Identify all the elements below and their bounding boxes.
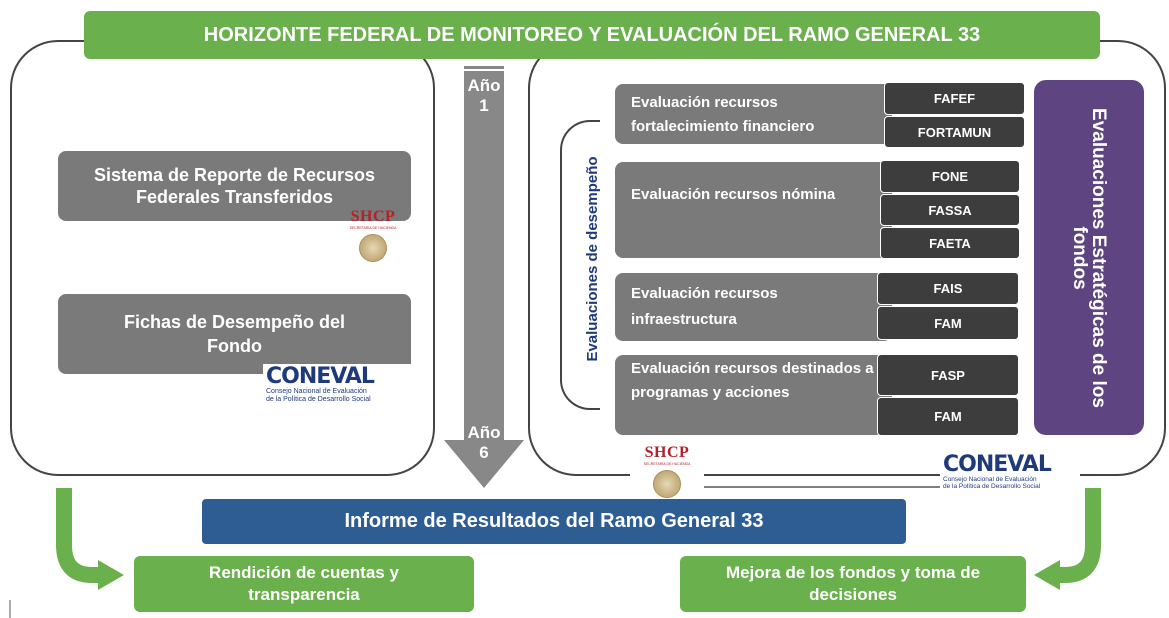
coneval-logo-sub2: de la Política de Desarrollo Social [266, 396, 371, 403]
shcp-seal-icon-right [653, 470, 681, 498]
desempeno-vertical-label: Evaluaciones de desempeño [584, 156, 601, 362]
estrategicas-label: Evaluaciones Estratégicas de los fondos [1069, 108, 1109, 408]
shcp-logo-left: SHCP SECRETARÍA DE HACIENDA [336, 208, 410, 262]
coneval-logo-sub1: Consejo Nacional de Evaluación [266, 388, 367, 395]
coneval-logo-left: CONEVAL Consejo Nacional de Evaluación d… [263, 364, 413, 406]
fund-fafef: FAFEF [884, 82, 1025, 115]
coneval-logo-text-right: CONEVAL [943, 452, 1052, 477]
timeline-end-label: Año 6 [467, 423, 501, 462]
right-curved-arrow [1058, 488, 1101, 583]
estrategicas-box: Evaluaciones Estratégicas de los fondos [1034, 80, 1144, 435]
timeline-arrow [444, 66, 524, 488]
outcome-rendicion: Rendición de cuentas y transparencia [134, 556, 474, 612]
fund-fam-2: FAM [877, 397, 1019, 436]
outcome-mejora: Mejora de los fondos y toma de decisione… [680, 556, 1026, 612]
coneval-logo-text: CONEVAL [266, 364, 375, 389]
informe-resultados-bar: Informe de Resultados del Ramo General 3… [202, 499, 906, 544]
right-arrowhead [1034, 560, 1060, 590]
fund-fortamun: FORTAMUN [884, 116, 1025, 148]
fund-fasp: FASP [877, 354, 1019, 396]
left-curved-arrow [56, 488, 100, 583]
group-programas: Evaluación recursos destinados a program… [615, 355, 892, 435]
shcp-logo-subtext-right: SECRETARÍA DE HACIENDA [643, 462, 691, 466]
group-fortalecimiento: Evaluación recursos fortalecimiento fina… [615, 84, 892, 144]
fund-fais: FAIS [877, 272, 1019, 305]
shcp-logo-right: SHCP SECRETARÍA DE HACIENDA [630, 444, 704, 498]
fund-fone: FONE [880, 160, 1020, 193]
shcp-logo-text-right: SHCP [644, 444, 690, 461]
fichas-desempeno-box: Fichas de Desempeño del Fondo [58, 294, 411, 374]
sistema-reporte-box: Sistema de Reporte de Recursos Federales… [58, 151, 411, 221]
fund-fassa: FASSA [880, 194, 1020, 226]
coneval-logo-right: CONEVAL Consejo Nacional de Evaluación d… [940, 452, 1080, 492]
fund-fam-1: FAM [877, 306, 1019, 340]
page-title: HORIZONTE FEDERAL DE MONITOREO Y EVALUAC… [84, 11, 1100, 59]
coneval-logo-sub2-right: de la Política de Desarrollo Social [943, 483, 1041, 490]
fund-faeta: FAETA [880, 227, 1020, 259]
shcp-seal-icon [359, 234, 387, 262]
timeline-start-label: Año 1 [467, 76, 501, 115]
left-arrowhead [98, 560, 124, 590]
coneval-logo-sub1-right: Consejo Nacional de Evaluación [943, 476, 1037, 483]
group-nomina: Evaluación recursos nómina [615, 162, 892, 258]
shcp-logo-text: SHCP [350, 208, 396, 225]
shcp-logo-subtext: SECRETARÍA DE HACIENDA [349, 226, 397, 230]
group-infraestructura: Evaluación recursos infraestructura [615, 273, 892, 341]
